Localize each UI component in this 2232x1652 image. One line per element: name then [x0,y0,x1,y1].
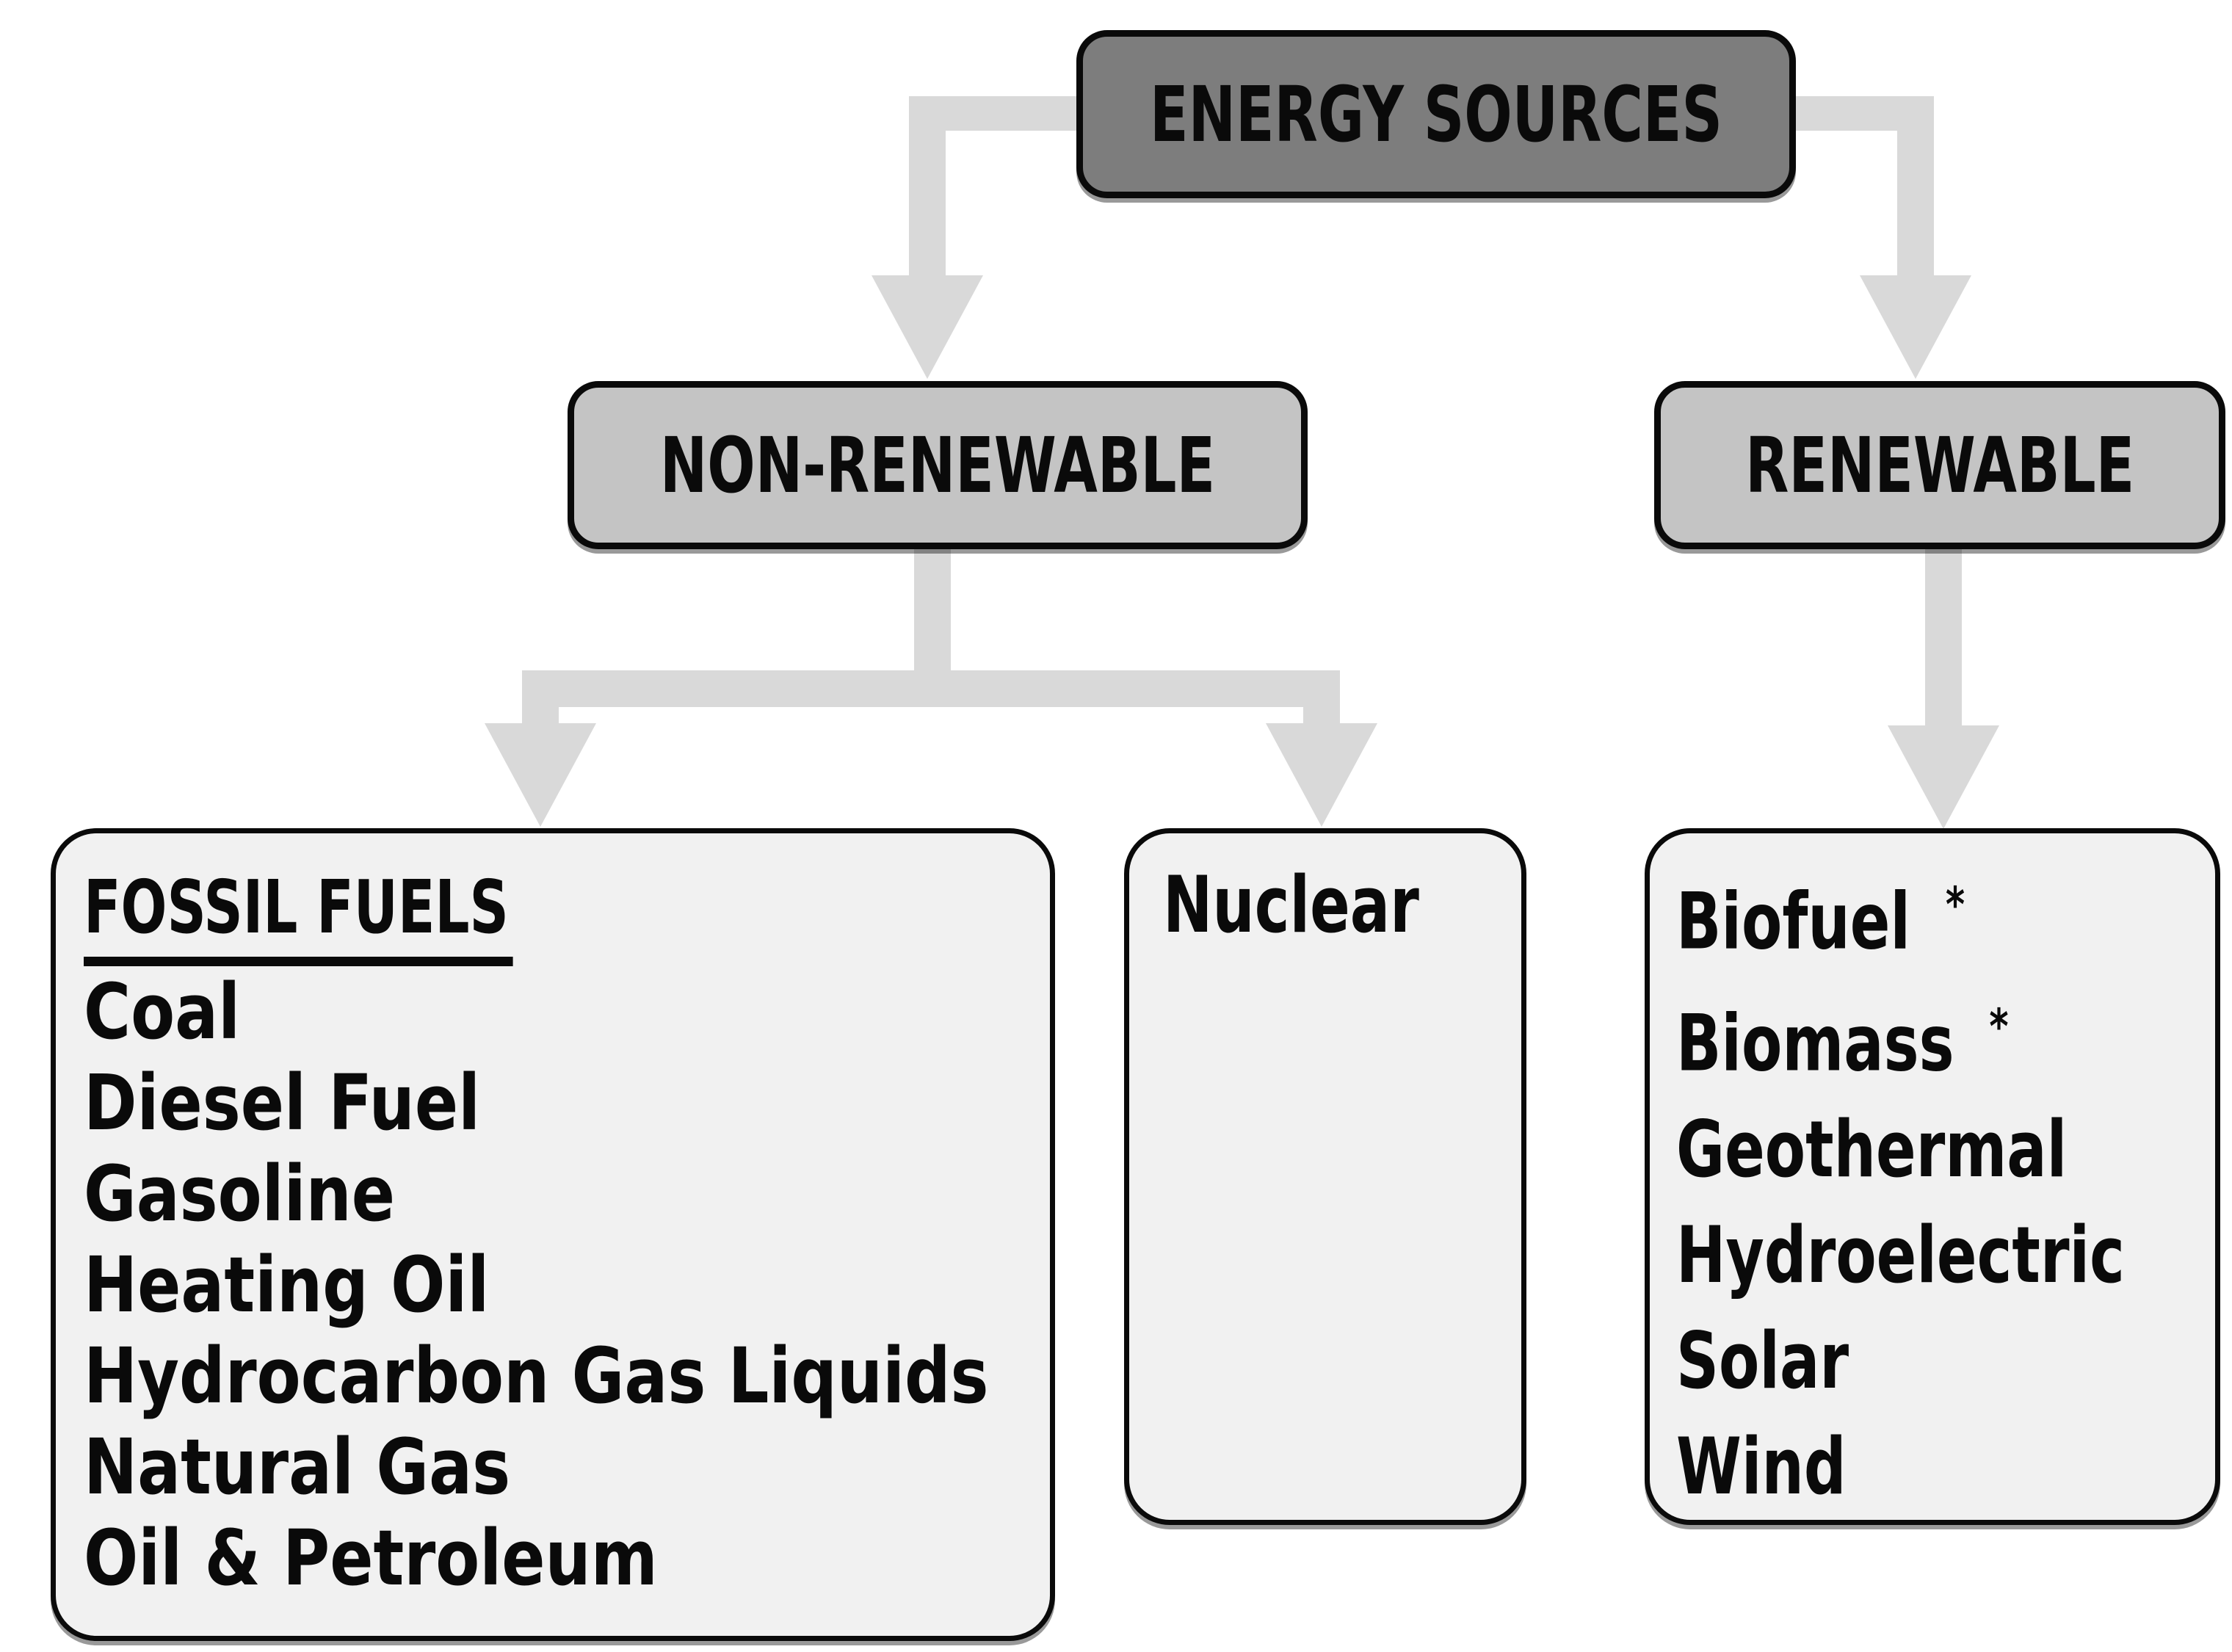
connector-split-right-stub [1303,670,1340,725]
arrowhead-to-fossil-icon [485,723,596,827]
panel-renewable-sources: Biofuel * Biomass * Geothermal Hydroelec… [1645,828,2220,1525]
renewable-source-item-label: Hydroelectric [1676,1209,2125,1300]
panel-nuclear-content: Nuclear [1129,833,1521,1520]
renewable-source-list-item: Geothermal [1676,1097,2080,1203]
renewable-source-item-label: Solar [1676,1315,1849,1406]
renewable-source-item-label: Biomass [1676,998,1954,1089]
renewable-source-list-item: Biofuel * [1676,852,2080,974]
nuclear-label: Nuclear [1163,860,1419,950]
connector-right-vertical [1897,96,1934,277]
panel-fossil-fuels: FOSSIL FUELS Coal Diesel Fuel Gasoline H… [51,828,1055,1641]
renewable-source-list-item: Wind [1676,1414,2080,1520]
renewable-source-list-item: Solar [1676,1308,2080,1414]
renewable-source-list-item: Biomass * [1676,974,2080,1096]
fossil-fuel-list-item: Coal [84,966,883,1057]
fossil-fuel-list-item: Oil & Petroleum [84,1512,883,1604]
fossil-fuels-heading: FOSSIL FUELS [84,860,513,966]
fossil-fuel-item-label: Diesel Fuel [84,1058,481,1148]
arrowhead-to-nuclear-icon [1266,723,1377,827]
fossil-fuel-item-label: Hydrocarbon Gas Liquids [84,1331,989,1421]
fossil-fuel-item-label: Heating Oil [84,1240,490,1330]
fossil-fuel-list-item: Hydrocarbon Gas Liquids [84,1330,989,1421]
fossil-fuel-list-item: Diesel Fuel [84,1057,883,1148]
fossil-fuel-list-item: Heating Oil [84,1239,883,1330]
fossil-fuel-list-item: Natural Gas [84,1421,883,1512]
fossil-fuel-item-label: Oil & Petroleum [84,1513,658,1603]
footnote-asterisk-icon: * [1945,877,1965,933]
panel-fossil-fuels-content: FOSSIL FUELS Coal Diesel Fuel Gasoline H… [56,833,1050,1636]
node-energy-sources: ENERGY SOURCES [1076,30,1796,198]
fossil-fuel-list-item: Gasoline [84,1148,883,1239]
connector-nonrenewable-stem [914,547,951,673]
renewable-source-item-label: Geothermal [1676,1104,2068,1195]
footnote-asterisk-icon: * [1989,999,2009,1056]
fossil-fuels-heading-row: FOSSIL FUELS [84,860,1035,966]
fossil-fuel-item-label: Coal [84,967,241,1057]
nuclear-label-row: Nuclear [1163,852,1424,958]
renewable-source-item-label: Wind [1676,1421,1847,1512]
renewable-source-item-label: Biofuel [1676,876,1911,967]
arrowhead-to-nonrenewable-icon [872,275,983,379]
connector-split-bar [522,670,1340,707]
arrowhead-to-renewable-list-icon [1888,725,1999,829]
node-renewable-label: RENEWABLE [1744,420,2135,510]
fossil-fuel-item-label: Gasoline [84,1149,396,1239]
node-non-renewable: NON-RENEWABLE [568,381,1308,549]
connector-split-left-stub [522,670,559,725]
renewable-source-list-item: Hydroelectric [1676,1203,2125,1308]
fossil-fuels-list: Coal Diesel Fuel Gasoline Heating Oil Hy… [84,966,1035,1604]
panel-nuclear: Nuclear [1124,828,1526,1525]
node-renewable: RENEWABLE [1654,381,2225,549]
connector-left-vertical [909,96,946,277]
connector-renewable-stem [1925,547,1962,729]
panel-renewable-sources-content: Biofuel * Biomass * Geothermal Hydroelec… [1650,833,2215,1520]
node-energy-sources-label: ENERGY SOURCES [1150,69,1722,159]
arrowhead-to-renewable-icon [1860,275,1971,379]
fossil-fuel-item-label: Natural Gas [84,1422,511,1512]
node-non-renewable-label: NON-RENEWABLE [659,420,1216,510]
